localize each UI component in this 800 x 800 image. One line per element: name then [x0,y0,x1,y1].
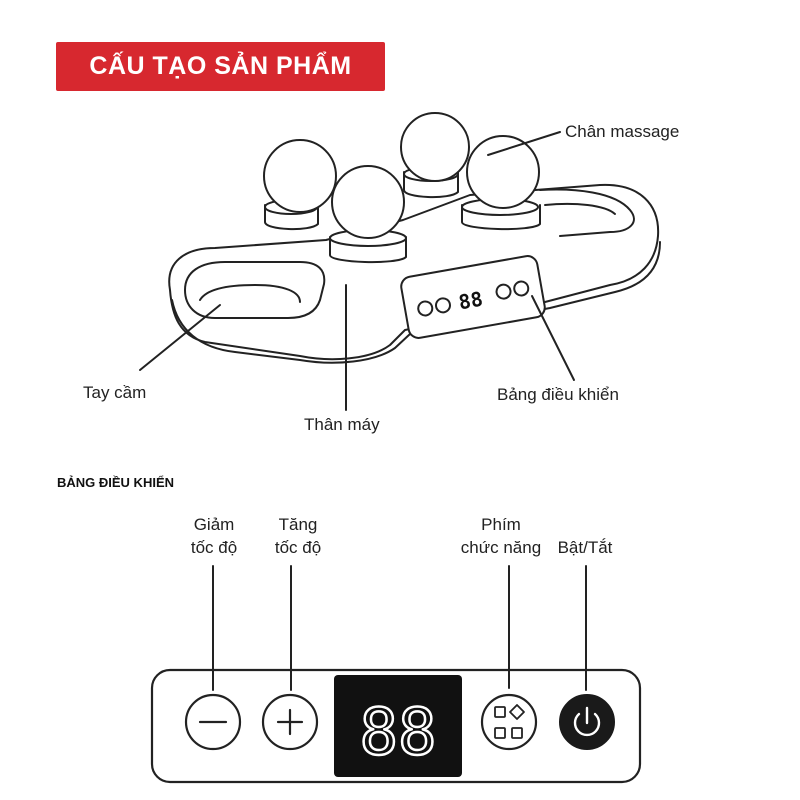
increase-label-line1: Tăng [278,515,318,534]
device-panel [400,255,546,339]
right-rim-inner [544,202,616,215]
pedestal-rear-left [264,204,319,231]
device-btn-mode [495,283,512,300]
leader-handle [139,304,221,371]
page-title: CẤU TẠO SẢN PHẨM [89,52,352,80]
leader-panel [531,295,575,381]
device-body-outline [168,183,660,361]
massage-ball-rear-right [400,112,470,182]
mode-label: Phím chức năng [446,513,556,559]
massage-ball-front-right [466,135,540,209]
device-display-digits: 88 [457,287,485,315]
decrease-label-line1: Giảm [193,515,235,534]
mode-button [480,693,538,751]
callout-body: Thân máy [304,415,380,434]
decrease-label-line2: tốc độ [190,538,238,557]
increase-label-line2: tốc độ [274,538,322,557]
mode-label-line2: chức năng [460,538,542,557]
device-body-bottom [171,241,661,364]
handle-cavity [184,261,326,319]
mode-icon [494,704,525,739]
device-btn-plus [434,297,451,314]
mode-label-line1: Phím [481,515,521,534]
pedestal-front-left [329,236,407,264]
panel-section-title: BẢNG ĐIỀU KHIỂN [57,475,175,490]
handle-inner [199,284,301,303]
title-banner: CẤU TẠO SẢN PHẨM [56,42,385,91]
device-btn-power [513,280,530,297]
power-label: Bật/Tắt [557,538,613,557]
right-rim [539,188,635,237]
panel-display [334,675,462,777]
panel-display-digits: 88 [359,696,436,770]
massage-ball-rear-left [263,139,337,213]
pedestal-front-right [461,204,541,231]
increase-label: Tăng tốc độ [256,513,340,559]
callout-handle: Tay cầm [83,383,147,402]
device-btn-minus [417,300,434,317]
callout-massage-heads: Chân massage [565,122,680,141]
massage-ball-front-left [331,165,405,239]
decrease-label: Giảm tốc độ [172,513,256,559]
power-icon [573,706,601,737]
callout-control-panel: Bảng điều khiển [497,385,619,404]
leader-massage [487,131,561,156]
pedestal-rear-right [403,171,459,199]
